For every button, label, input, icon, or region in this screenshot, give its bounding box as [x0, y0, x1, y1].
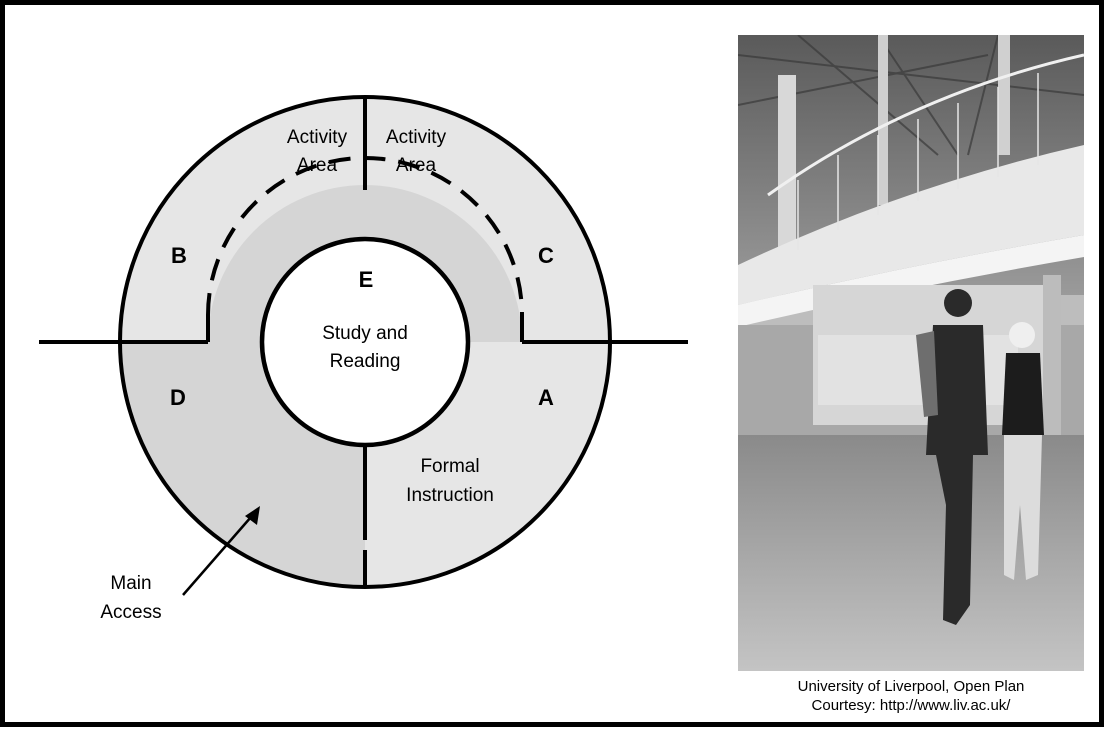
- caption-line1: University of Liverpool, Open Plan: [797, 678, 1025, 695]
- activity-area-right-line1: Activity: [386, 127, 447, 148]
- zone-e-label-line2: Reading: [330, 351, 401, 372]
- zone-c-letter: C: [538, 243, 554, 268]
- photo-illustration: [738, 35, 1084, 671]
- activity-area-left-line2: Area: [297, 155, 338, 176]
- main-access-arrow-shaft: [182, 516, 252, 596]
- zone-a-label-line2: Instruction: [406, 485, 494, 506]
- main-access-arrow-head: [245, 506, 260, 525]
- photo-caption: University of Liverpool, Open Plan Court…: [738, 677, 1084, 715]
- zone-a-letter: A: [538, 385, 554, 410]
- zone-e-label-line1: Study and: [322, 323, 408, 344]
- zone-e-letter: E: [359, 267, 374, 292]
- open-plan-diagram: Activity Area Activity Area B C E Study …: [39, 95, 688, 623]
- main-access-line1: Main: [110, 573, 151, 594]
- zone-a-label-line1: Formal: [420, 456, 479, 477]
- zone-d-letter: D: [170, 385, 186, 410]
- activity-area-right-line2: Area: [396, 155, 437, 176]
- zone-b-letter: B: [171, 243, 187, 268]
- activity-area-left-line1: Activity: [287, 127, 348, 148]
- caption-line2: Courtesy: http://www.liv.ac.uk/: [811, 697, 1011, 714]
- main-access-line2: Access: [100, 602, 161, 623]
- liverpool-open-plan-photo: [738, 35, 1084, 671]
